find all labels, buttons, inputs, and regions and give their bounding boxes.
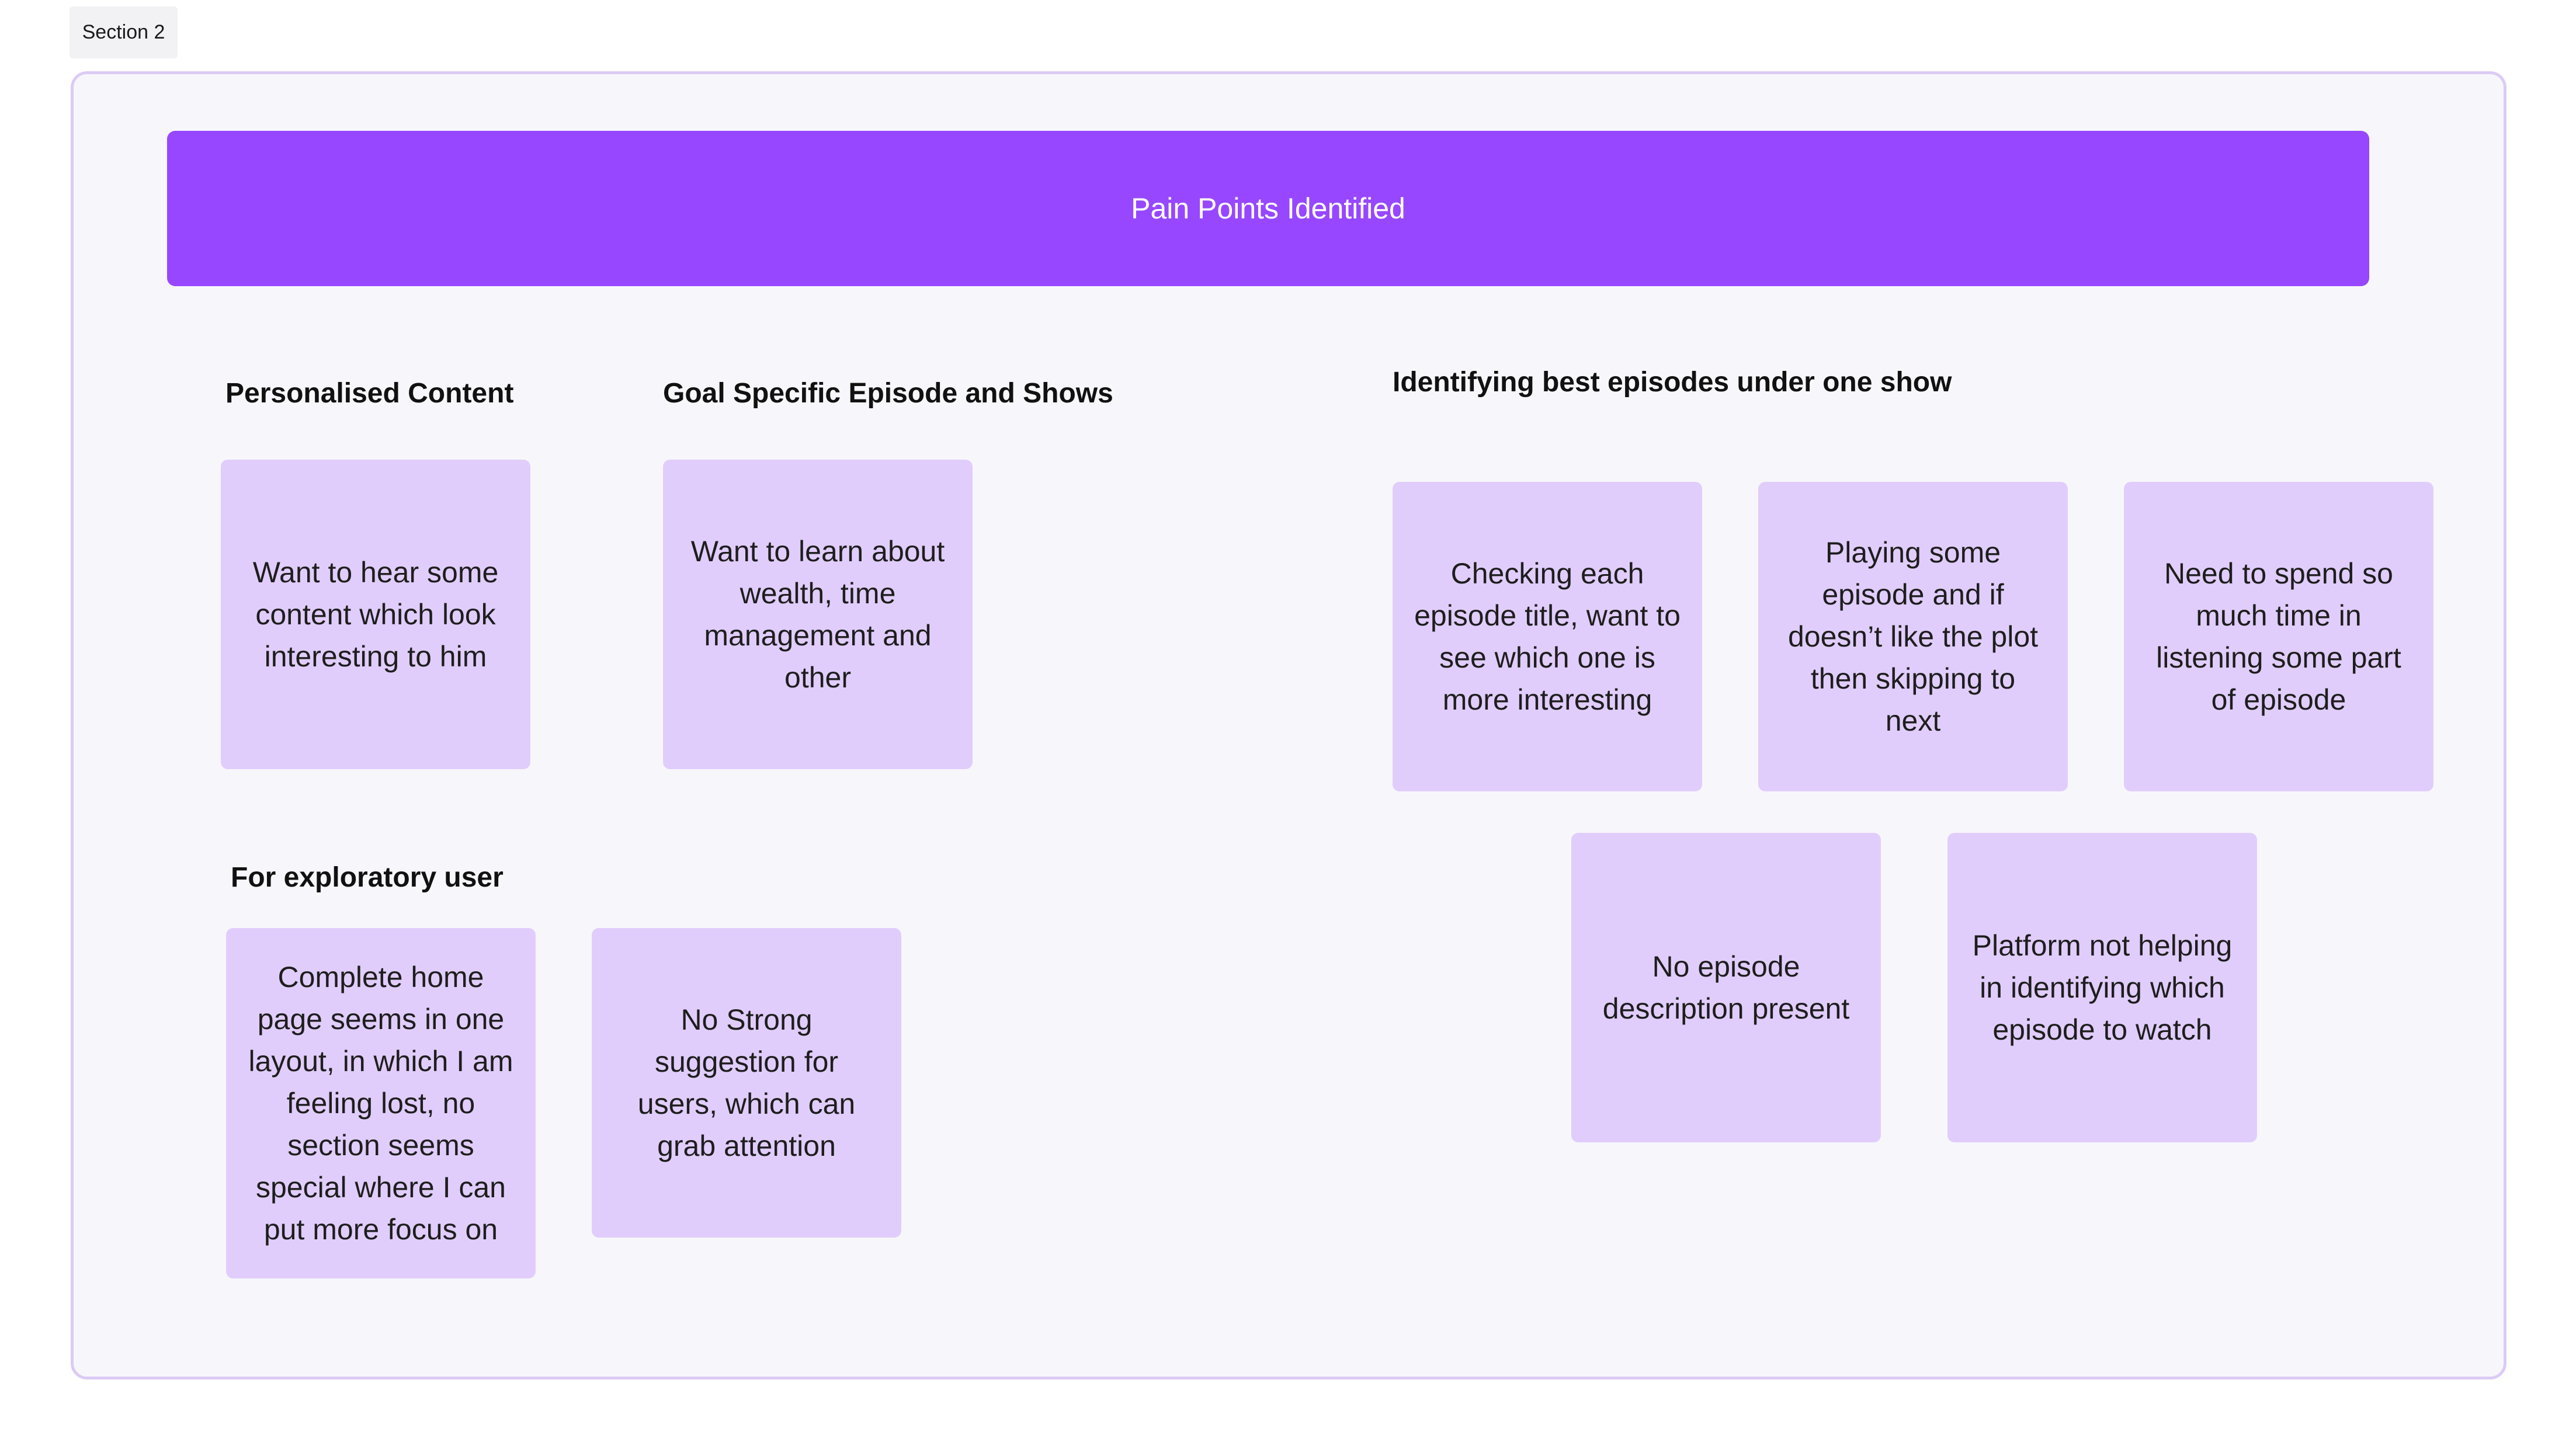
pain-points-banner[interactable]: Pain Points Identified [167,131,2369,286]
sticky-note-text: Playing some episode and if doesn’t like… [1787,536,2039,737]
heading-best-episodes: Identifying best episodes under one show [1393,367,1952,398]
sticky-note-text: Platform not helping in identifying whic… [1972,929,2233,1046]
sticky-note[interactable]: Want to hear some content which look int… [221,460,530,769]
sticky-note-text: Checking each episode title, want to see… [1414,557,1681,716]
sticky-note[interactable]: No Strong suggestion for users, which ca… [592,928,901,1238]
sticky-note-text: Complete home page seems in one layout, … [248,961,513,1246]
sticky-note[interactable]: Platform not helping in identifying whic… [1947,833,2257,1142]
section-label[interactable]: Section 2 [70,6,178,58]
sticky-note[interactable]: Playing some episode and if doesn’t like… [1758,482,2068,791]
sticky-note-text: No Strong suggestion for users, which ca… [637,1003,856,1162]
sticky-note[interactable]: No episode description present [1571,833,1881,1142]
sticky-note[interactable]: Want to learn about wealth, time managem… [663,460,973,769]
sticky-note[interactable]: Checking each episode title, want to see… [1393,482,1702,791]
sticky-note-text: Want to hear some content which look int… [252,556,499,673]
heading-personalised-content: Personalised Content [225,378,514,409]
sticky-note-text: Need to spend so much time in listening … [2156,557,2401,716]
sticky-note-text: No episode description present [1602,950,1850,1025]
heading-goal-specific: Goal Specific Episode and Shows [663,378,1113,409]
heading-exploratory-user: For exploratory user [231,862,504,893]
section-label-text: Section 2 [82,21,165,43]
banner-title: Pain Points Identified [1131,192,1405,225]
sticky-note-text: Want to learn about wealth, time managem… [690,535,945,694]
sticky-note[interactable]: Need to spend so much time in listening … [2124,482,2433,791]
sticky-note[interactable]: Complete home page seems in one layout, … [226,928,536,1278]
